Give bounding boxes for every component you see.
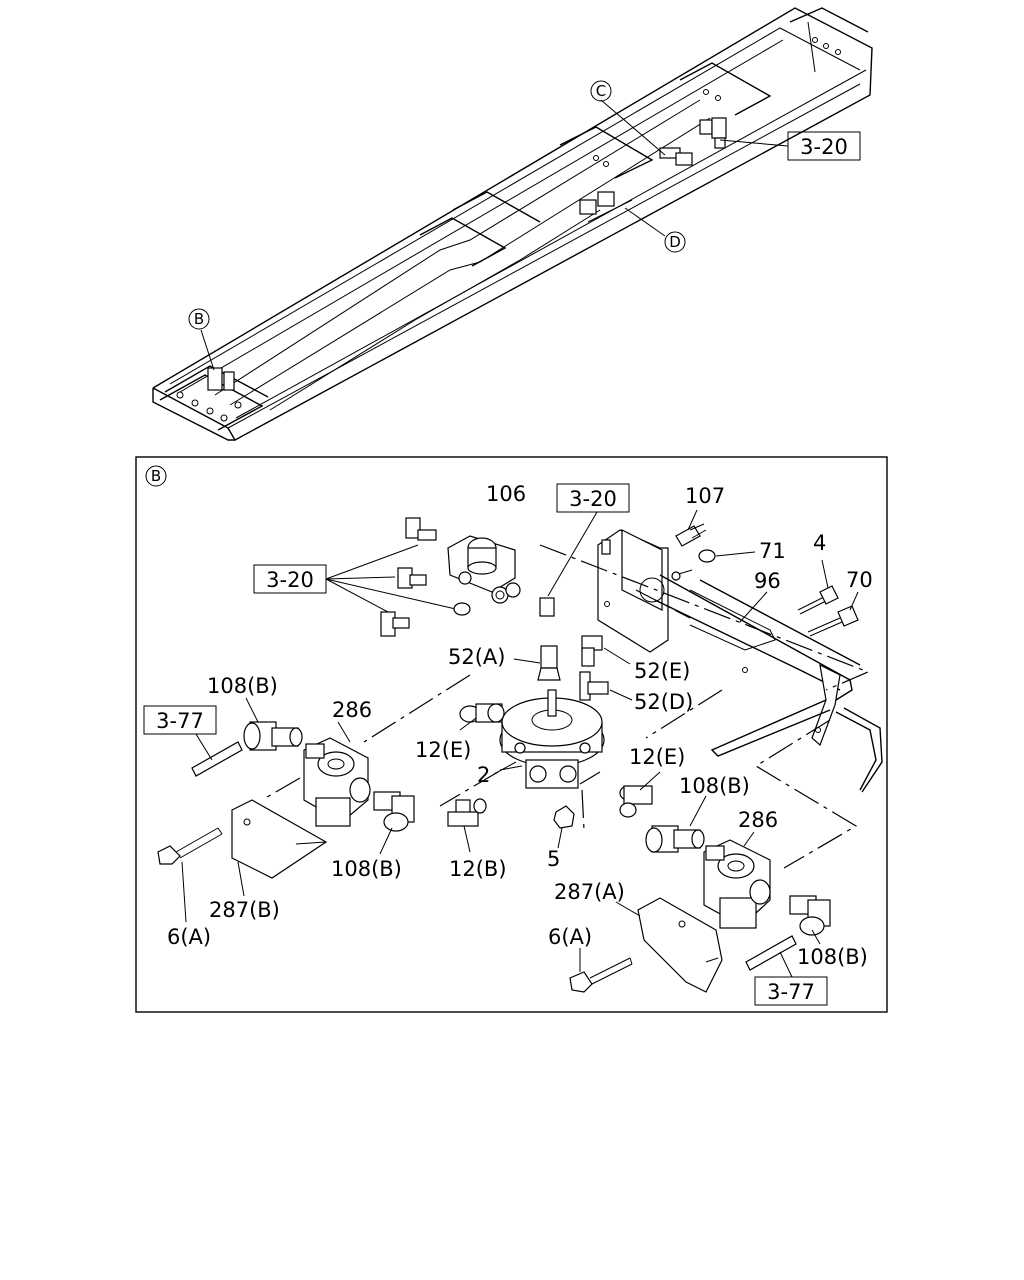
valve-286-right bbox=[703, 839, 771, 929]
detail-b-tag: B bbox=[145, 465, 167, 487]
svg-text:D: D bbox=[669, 233, 681, 251]
nut-5 bbox=[553, 805, 575, 849]
piping-lines bbox=[261, 544, 870, 869]
fitting-12e-left bbox=[459, 703, 505, 723]
part-labels: 106 107 71 4 70 96 52(A) 52(E) 52(D) 108… bbox=[167, 482, 873, 969]
label-108b-4: 108(B) bbox=[797, 945, 868, 969]
bolt-70 bbox=[807, 591, 859, 637]
svg-text:B: B bbox=[194, 310, 204, 328]
label-52e: 52(E) bbox=[634, 659, 690, 683]
callout-c: C bbox=[590, 80, 612, 102]
label-12b: 12(B) bbox=[449, 857, 507, 881]
relay-valve-2 bbox=[499, 689, 605, 789]
pipe-3-77-right bbox=[745, 935, 797, 971]
svg-text:3-20: 3-20 bbox=[266, 568, 314, 592]
fitting-52a bbox=[513, 645, 561, 681]
label-107: 107 bbox=[685, 484, 725, 508]
label-287b: 287(B) bbox=[209, 898, 280, 922]
label-6a-1: 6(A) bbox=[167, 925, 211, 949]
fitting-52e bbox=[581, 635, 631, 667]
bolt-107 bbox=[675, 509, 707, 547]
label-12e-2: 12(E) bbox=[629, 745, 685, 769]
label-108b-3: 108(B) bbox=[331, 857, 402, 881]
reference-box-3-77-right: 3-77 bbox=[754, 976, 828, 1006]
fitting-108b-left-upper bbox=[243, 721, 303, 751]
label-12e-1: 12(E) bbox=[415, 738, 471, 762]
svg-text:3-77: 3-77 bbox=[156, 709, 204, 733]
label-52a: 52(A) bbox=[448, 645, 505, 669]
label-4: 4 bbox=[813, 531, 826, 555]
label-96: 96 bbox=[754, 569, 781, 593]
bracket-287b bbox=[231, 799, 328, 879]
callout-b: B bbox=[188, 308, 210, 330]
label-2: 2 bbox=[477, 763, 490, 787]
chassis-frame bbox=[152, 7, 873, 441]
reference-box-3-20-a: 3-20 bbox=[556, 483, 630, 513]
reference-box-3-77-left: 3-77 bbox=[143, 705, 217, 735]
bolt-6a-left bbox=[157, 827, 223, 865]
fitting-108b-right-lower bbox=[789, 895, 831, 936]
detail-b-frame bbox=[135, 456, 888, 1013]
small-bolt bbox=[671, 569, 693, 581]
reference-box-3-20-b: 3-20 bbox=[253, 564, 327, 594]
nut-71 bbox=[698, 549, 756, 563]
bolt-4 bbox=[797, 559, 839, 615]
label-52d: 52(D) bbox=[634, 690, 693, 714]
fitting-12b bbox=[447, 798, 487, 827]
label-6a-2: 6(A) bbox=[548, 925, 592, 949]
label-286-1: 286 bbox=[332, 698, 372, 722]
pipe-3-77-left bbox=[191, 741, 243, 777]
fitting-52d bbox=[579, 671, 633, 701]
fitting-12e-right bbox=[619, 785, 653, 818]
label-108b-2: 108(B) bbox=[679, 774, 750, 798]
label-71: 71 bbox=[759, 539, 786, 563]
label-70: 70 bbox=[846, 568, 873, 592]
label-286-2: 286 bbox=[738, 808, 778, 832]
label-106: 106 bbox=[486, 482, 526, 506]
fitting-108b-left-lower bbox=[373, 791, 415, 832]
svg-text:3-77: 3-77 bbox=[767, 980, 815, 1004]
svg-text:3-20: 3-20 bbox=[800, 135, 848, 159]
valve-286-left bbox=[303, 737, 371, 827]
callout-d: D bbox=[664, 231, 686, 253]
label-287a: 287(A) bbox=[554, 880, 625, 904]
bolt-6a-right bbox=[569, 957, 633, 993]
bracket-96 bbox=[597, 529, 883, 793]
fitting-108b-right-upper bbox=[645, 825, 705, 853]
svg-text:B: B bbox=[151, 467, 161, 485]
label-5: 5 bbox=[547, 847, 560, 871]
reference-box-3-20-top: 3-20 bbox=[787, 131, 861, 161]
svg-text:C: C bbox=[596, 82, 606, 100]
label-108b-1: 108(B) bbox=[207, 674, 278, 698]
solenoid-valve-106 bbox=[447, 535, 521, 604]
svg-text:3-20: 3-20 bbox=[569, 487, 617, 511]
bracket-287a bbox=[637, 897, 723, 993]
fittings-3-20 bbox=[380, 517, 555, 637]
